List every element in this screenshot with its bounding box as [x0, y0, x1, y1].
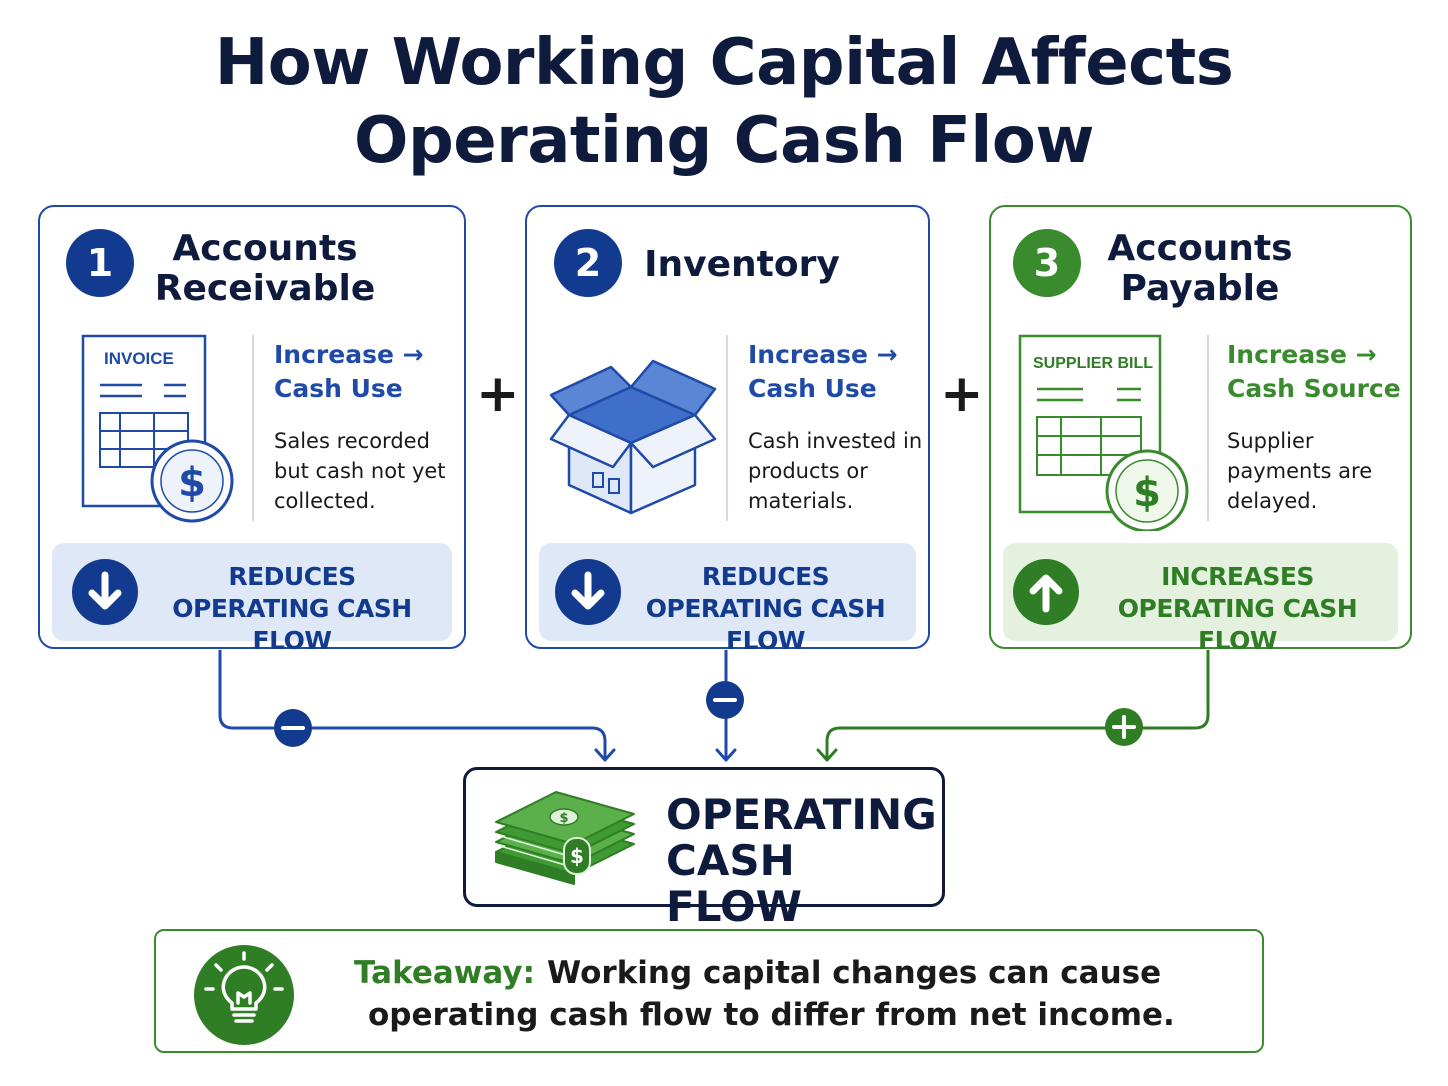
- takeaway-line-1: Takeaway: Working capital changes can cau…: [354, 953, 1161, 993]
- takeaway-text-1: Working capital changes can cause: [547, 955, 1162, 991]
- card-title-line-1: Accounts: [1107, 228, 1293, 269]
- effect-line-1: Increase →: [748, 340, 898, 369]
- card-title: Accounts Payable: [1095, 229, 1305, 309]
- description-line: collected.: [274, 489, 376, 513]
- effect-banner: INCREASES OPERATING CASH FLOW: [1003, 543, 1398, 655]
- card-title-line-1: Accounts: [172, 228, 358, 269]
- invoice-icon: INVOICE $: [81, 334, 234, 523]
- supplier-bill-icon: SUPPLIER BILL $: [1018, 334, 1189, 531]
- takeaway-label: Takeaway:: [354, 955, 536, 991]
- plus-sign-icon: [1105, 708, 1143, 746]
- banner-line-2: OPERATING CASH FLOW: [1117, 594, 1358, 655]
- banner-line-1: INCREASES: [1161, 562, 1314, 591]
- banner-line-2: OPERATING CASH FLOW: [172, 594, 412, 655]
- svg-text:$: $: [559, 811, 568, 826]
- description-line: products or: [748, 459, 868, 483]
- effect-line-1: Increase →: [274, 340, 424, 369]
- banner-line-1: REDUCES: [228, 562, 356, 591]
- description-line: but cash not yet: [274, 459, 446, 483]
- invoice-label: INVOICE: [104, 349, 174, 368]
- svg-text:$: $: [1133, 470, 1161, 516]
- card-divider: [726, 335, 728, 521]
- card-description: Supplier payments are delayed.: [1227, 426, 1372, 516]
- minus-sign-icon: [706, 681, 744, 719]
- banner-text: REDUCES OPERATING CASH FLOW: [142, 561, 442, 657]
- takeaway-box: Takeaway: Working capital changes can cau…: [154, 929, 1264, 1053]
- minus-sign-icon: [274, 709, 312, 747]
- step-number-badge: 3: [1013, 229, 1081, 297]
- effect-banner: REDUCES OPERATING CASH FLOW: [539, 543, 916, 655]
- connector-accounts-payable: [825, 650, 1210, 758]
- step-number-badge: 2: [554, 229, 622, 297]
- result-line-2: CASH FLOW: [666, 836, 802, 931]
- effect-line-2: Cash Source: [1227, 374, 1401, 403]
- operating-cash-flow-box: $ $ OPERATING CASH FLOW: [463, 767, 945, 930]
- description-line: delayed.: [1227, 489, 1318, 513]
- effect-label: Increase → Cash Use: [748, 338, 898, 406]
- supplier-bill-label: SUPPLIER BILL: [1033, 355, 1153, 372]
- banner-text: INCREASES OPERATING CASH FLOW: [1087, 561, 1388, 657]
- takeaway-line-2: operating cash flow to differ from net i…: [368, 997, 1175, 1033]
- arrow-up-icon: [1013, 559, 1079, 625]
- card-title-line-2: Payable: [1120, 268, 1280, 309]
- effect-line-1: Increase →: [1227, 340, 1377, 369]
- connector-accounts-receivable: [218, 650, 607, 758]
- card-title: Accounts Receivable: [150, 229, 380, 309]
- card-title: Inventory: [637, 245, 847, 285]
- plus-operator: +: [476, 364, 520, 424]
- description-line: Cash invested in: [748, 429, 923, 453]
- effect-line-2: Cash Use: [274, 374, 403, 403]
- card-accounts-receivable: 1 Accounts Receivable INVOICE $ Increase…: [38, 205, 466, 655]
- result-line-1: OPERATING: [666, 790, 937, 839]
- banner-line-1: REDUCES: [701, 562, 830, 591]
- money-stack-icon: $ $: [495, 791, 635, 885]
- card-description: Sales recorded but cash not yet collecte…: [274, 426, 446, 516]
- lightbulb-icon: [194, 945, 294, 1045]
- title-line-2: Operating Cash Flow: [354, 104, 1094, 178]
- effect-line-2: Cash Use: [748, 374, 877, 403]
- svg-text:$: $: [178, 460, 206, 506]
- description-line: Supplier: [1227, 429, 1314, 453]
- effect-label: Increase → Cash Use: [274, 338, 424, 406]
- description-line: materials.: [748, 489, 854, 513]
- arrow-down-icon: [555, 559, 621, 625]
- operating-cash-flow-label: OPERATING CASH FLOW: [666, 790, 937, 931]
- svg-text:$: $: [570, 844, 584, 868]
- card-divider: [252, 335, 254, 521]
- title-line-1: How Working Capital Affects: [214, 26, 1234, 100]
- effect-banner: REDUCES OPERATING CASH FLOW: [52, 543, 452, 655]
- banner-text: REDUCES OPERATING CASH FLOW: [625, 561, 906, 657]
- card-description: Cash invested in products or materials.: [748, 426, 922, 516]
- description-line: Sales recorded: [274, 429, 430, 453]
- plus-operator: +: [940, 364, 984, 424]
- description-line: payments are: [1227, 459, 1373, 483]
- banner-line-2: OPERATING CASH FLOW: [645, 594, 886, 655]
- step-number-badge: 1: [66, 229, 134, 297]
- open-box-icon: [549, 359, 717, 515]
- card-title-line-1: Inventory: [644, 244, 840, 285]
- arrow-down-icon: [72, 559, 138, 625]
- page-title: How Working Capital Affects Operating Ca…: [0, 24, 1448, 180]
- effect-label: Increase → Cash Source: [1227, 338, 1401, 406]
- card-inventory: 2 Inventory Increase → Cash Use Cash inv…: [525, 205, 930, 655]
- card-title-line-2: Receivable: [154, 268, 376, 309]
- card-divider: [1207, 335, 1209, 521]
- card-accounts-payable: 3 Accounts Payable SUPPLIER BILL $ Incre…: [989, 205, 1412, 655]
